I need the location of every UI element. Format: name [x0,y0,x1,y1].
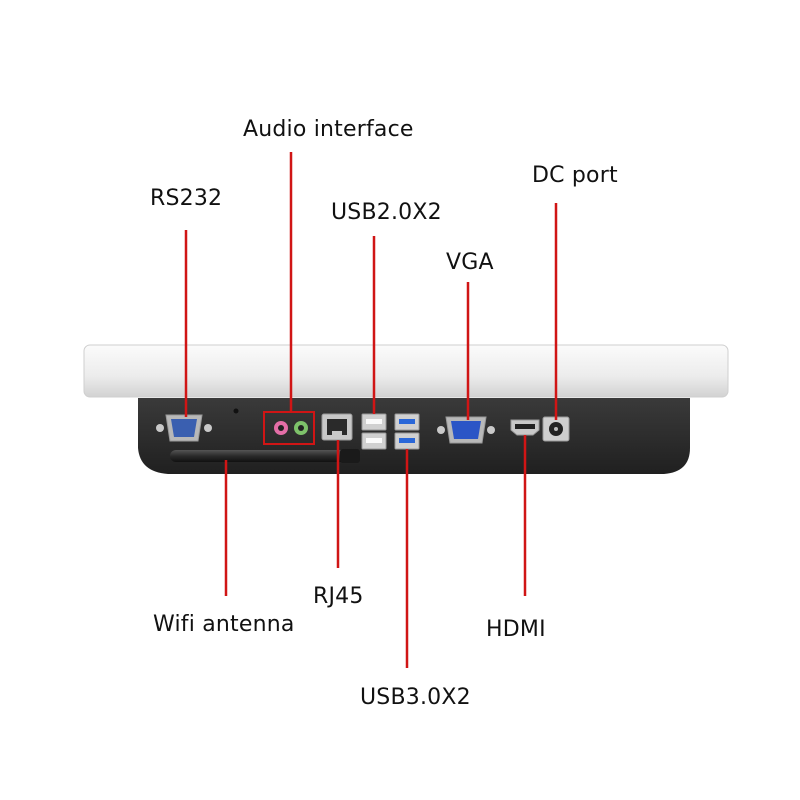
hdmi-port [510,419,540,436]
panel-bezel [83,344,729,398]
rs232-port [156,414,212,442]
label-rs232: RS232 [150,186,223,211]
label-wifi-antenna: Wifi antenna [153,612,295,637]
audio-highlight-box [263,411,315,445]
label-audio-interface: Audio interface [243,117,414,142]
label-hdmi: HDMI [486,617,546,642]
wifi-antenna [170,449,360,463]
audio-jacks [274,421,308,435]
usb3-ports [394,413,420,450]
label-dc-port: DC port [532,163,618,188]
vga-port [437,416,495,444]
label-usb2: USB2.0X2 [331,200,442,225]
label-vga: VGA [446,250,494,275]
dc-port [542,416,570,442]
rj45-port [321,413,353,441]
reset-pinhole [233,408,239,414]
label-usb3: USB3.0X2 [360,685,471,710]
label-rj45: RJ45 [313,584,364,609]
callout-lines [184,152,558,668]
usb2-ports [361,413,387,450]
